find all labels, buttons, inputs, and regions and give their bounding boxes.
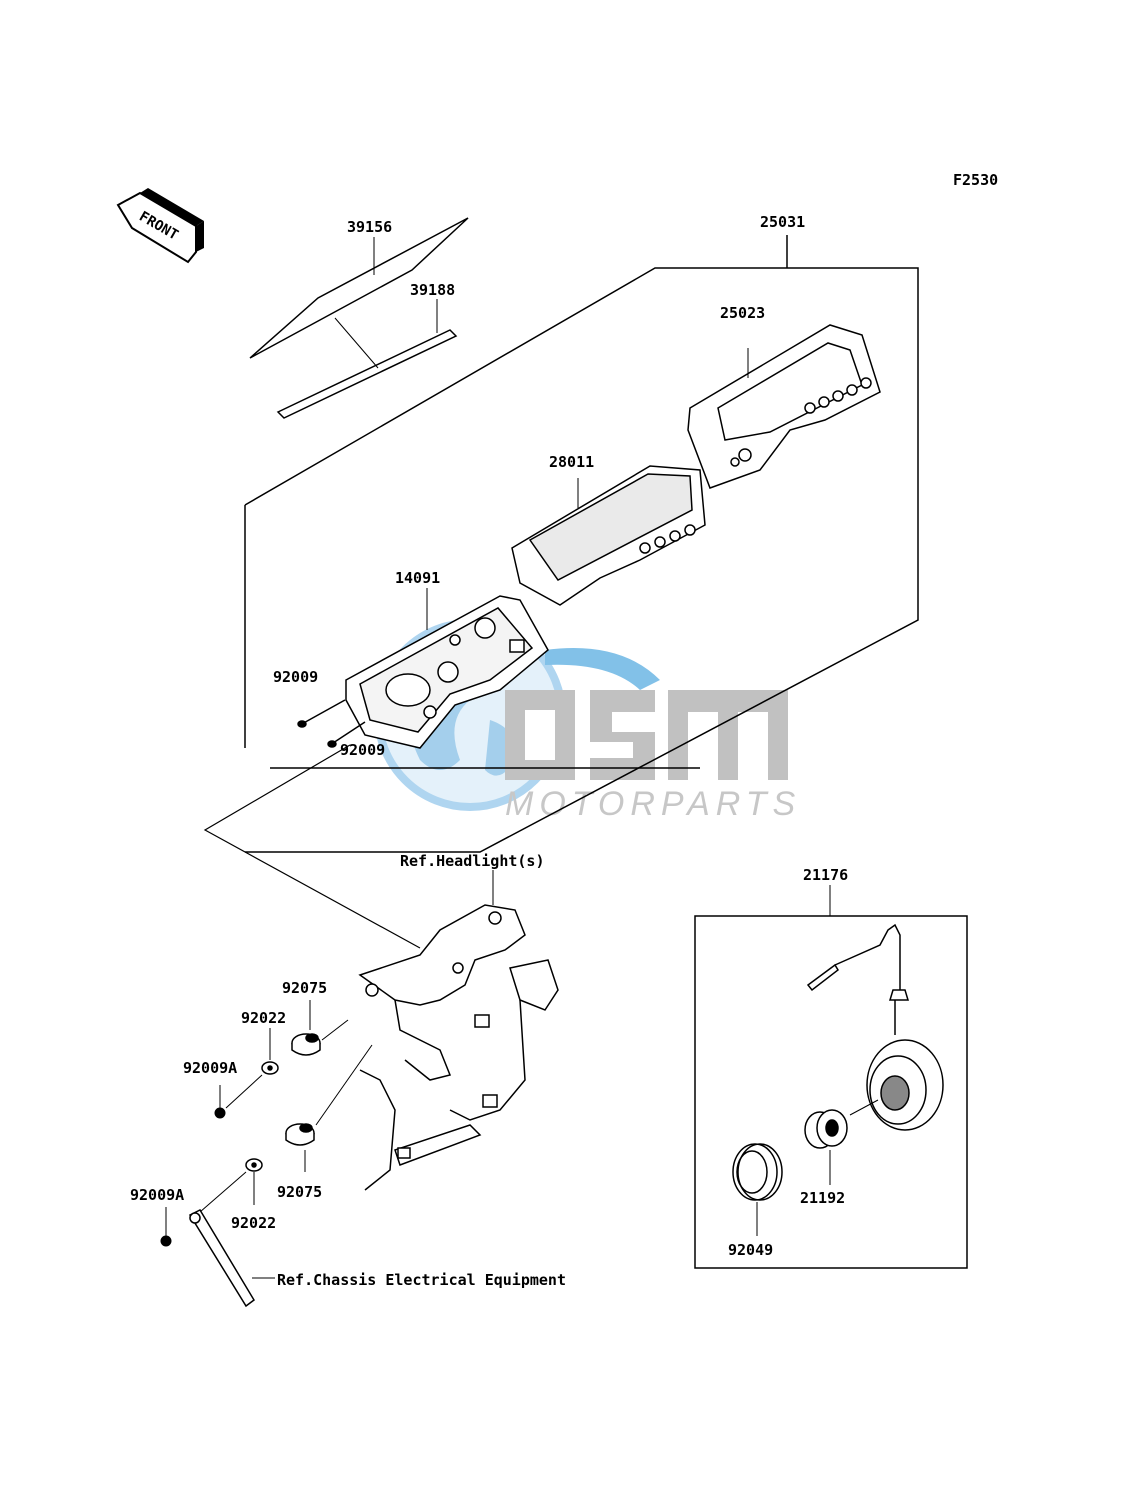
watermark: MOTORPARTS	[374, 619, 801, 823]
speed-sensor-21176	[806, 923, 944, 1131]
diagram-code: F2530	[953, 171, 998, 189]
label-21192: 21192	[800, 1189, 845, 1207]
label-92009-lower: 92009	[340, 741, 385, 759]
label-92049: 92049	[728, 1241, 773, 1259]
label-39156: 39156	[347, 218, 392, 236]
bolt-92009A-upper	[214, 1085, 226, 1119]
bolt-92009A-lower	[160, 1207, 172, 1247]
label-92009-upper: 92009	[273, 668, 318, 686]
watermark-subtext: MOTORPARTS	[505, 785, 801, 823]
meter-case-14091	[345, 588, 549, 749]
screw-92009-lower	[327, 721, 366, 748]
ref-chassis-electrical: Ref.Chassis Electrical Equipment	[277, 1271, 566, 1289]
label-92022-upper: 92022	[241, 1009, 286, 1027]
label-25023: 25023	[720, 304, 765, 322]
washer-92022-upper	[225, 1028, 279, 1109]
grommet-92075-lower	[285, 1044, 373, 1172]
label-14091: 14091	[395, 569, 440, 587]
label-21176: 21176	[803, 866, 848, 884]
sensor-kit-box	[694, 885, 968, 1269]
ref-headlight: Ref.Headlight(s)	[400, 852, 545, 870]
assembly-outline	[244, 235, 919, 853]
label-28011: 28011	[549, 453, 594, 471]
seal-39188	[276, 299, 458, 419]
seal-92049	[732, 1143, 783, 1236]
front-arrow-icon: FRONT	[116, 188, 204, 264]
label-25031: 25031	[760, 213, 805, 231]
assembly-leader	[203, 744, 421, 949]
washer-92022-lower	[199, 1158, 263, 1213]
ground-strap	[188, 1209, 275, 1308]
meter-unit-28011	[511, 465, 706, 606]
label-92075-upper: 92075	[282, 979, 327, 997]
meter-cover-25023	[687, 324, 881, 489]
meter-bracket	[358, 870, 559, 1191]
lens-39156	[249, 217, 469, 359]
label-39188: 39188	[410, 281, 455, 299]
grommet-92075-upper	[291, 1000, 349, 1056]
screw-92009-upper	[297, 699, 346, 728]
watermark-logo-block	[505, 648, 788, 780]
label-92022-lower: 92022	[231, 1214, 276, 1232]
label-92009A-upper: 92009A	[183, 1059, 237, 1077]
label-92009A-lower: 92009A	[130, 1186, 184, 1204]
gear-21192	[804, 1109, 848, 1185]
label-92075-lower: 92075	[277, 1183, 322, 1201]
